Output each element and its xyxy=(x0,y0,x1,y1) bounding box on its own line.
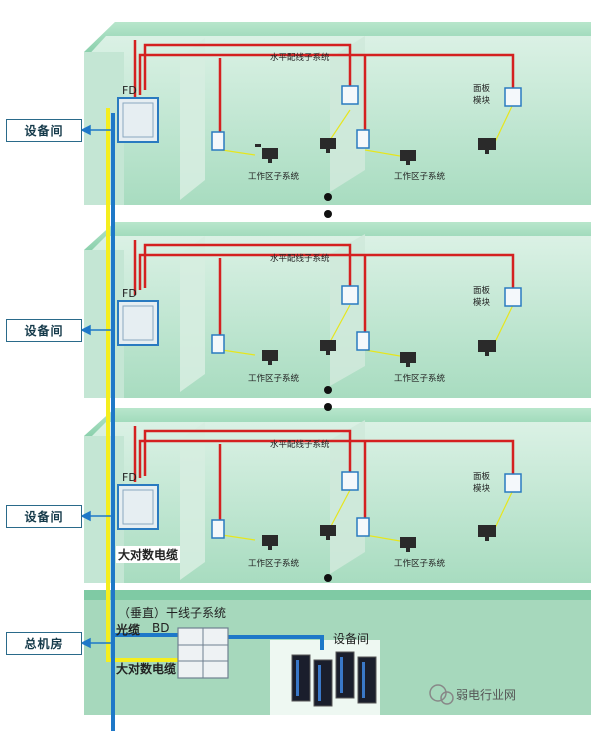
panel-label: 面板 xyxy=(473,472,491,482)
floor-1-room xyxy=(84,22,591,205)
work-area-label: 工作区子系统 xyxy=(394,374,446,384)
watermark-text: 弱电行业网 xyxy=(456,688,517,702)
side-label-floor-2: 设备间 xyxy=(6,319,82,342)
horizontal-subsystem-label: 水平配线子系统 xyxy=(270,53,330,63)
horizontal-subsystem-label: 水平配线子系统 xyxy=(270,254,330,264)
equipment-room-label: 设备间 xyxy=(333,632,370,646)
work-area-label: 工作区子系统 xyxy=(394,172,446,182)
side-label-main-room: 总机房 xyxy=(6,632,82,655)
big-pair-cable-label-lower: 大对数电缆 xyxy=(116,662,177,676)
bd-label: BD xyxy=(152,621,170,635)
horizontal-cable-floor-1 xyxy=(133,40,515,132)
backbone-subsystem-label: （垂直）干线子系统 xyxy=(118,606,227,620)
work-area-label: 工作区子系统 xyxy=(394,559,446,569)
floor-2-room xyxy=(84,222,591,398)
copper-backbone-cable xyxy=(106,108,180,662)
outlets xyxy=(211,85,522,539)
bd-to-equipment-cable xyxy=(225,635,324,650)
work-area-label: 工作区子系统 xyxy=(248,374,300,384)
horizontal-cable-floor-3 xyxy=(133,426,515,520)
bd-cabinet xyxy=(177,627,229,679)
side-label-floor-1: 设备间 xyxy=(6,119,82,142)
fd-cabinet-1 xyxy=(117,97,159,143)
fd-cabinet-2 xyxy=(117,300,159,346)
side-label-floor-3: 设备间 xyxy=(6,505,82,528)
floor-3-room xyxy=(84,408,591,583)
horizontal-cable-floor-2 xyxy=(133,240,515,335)
fiber-cable-label: 光缆 xyxy=(116,623,141,637)
panel-label: 面板 xyxy=(473,286,491,296)
work-area-label: 工作区子系统 xyxy=(248,172,300,182)
patch-cords xyxy=(221,103,514,542)
fd-label: FD xyxy=(122,471,137,484)
workstations xyxy=(255,138,496,552)
work-area-label: 工作区子系统 xyxy=(248,559,300,569)
module-label: 模块 xyxy=(473,96,491,106)
module-label: 模块 xyxy=(473,484,491,494)
fd-label: FD xyxy=(122,84,137,97)
fd-label: FD xyxy=(122,287,137,300)
wechat-icon xyxy=(429,684,454,705)
big-pair-cable-label: 大对数电缆 xyxy=(116,546,181,563)
module-label: 模块 xyxy=(473,298,491,308)
server-racks xyxy=(291,651,377,707)
horizontal-subsystem-label: 水平配线子系统 xyxy=(270,440,330,450)
panel-label: 面板 xyxy=(473,84,491,94)
fd-cabinet-3 xyxy=(117,484,159,530)
